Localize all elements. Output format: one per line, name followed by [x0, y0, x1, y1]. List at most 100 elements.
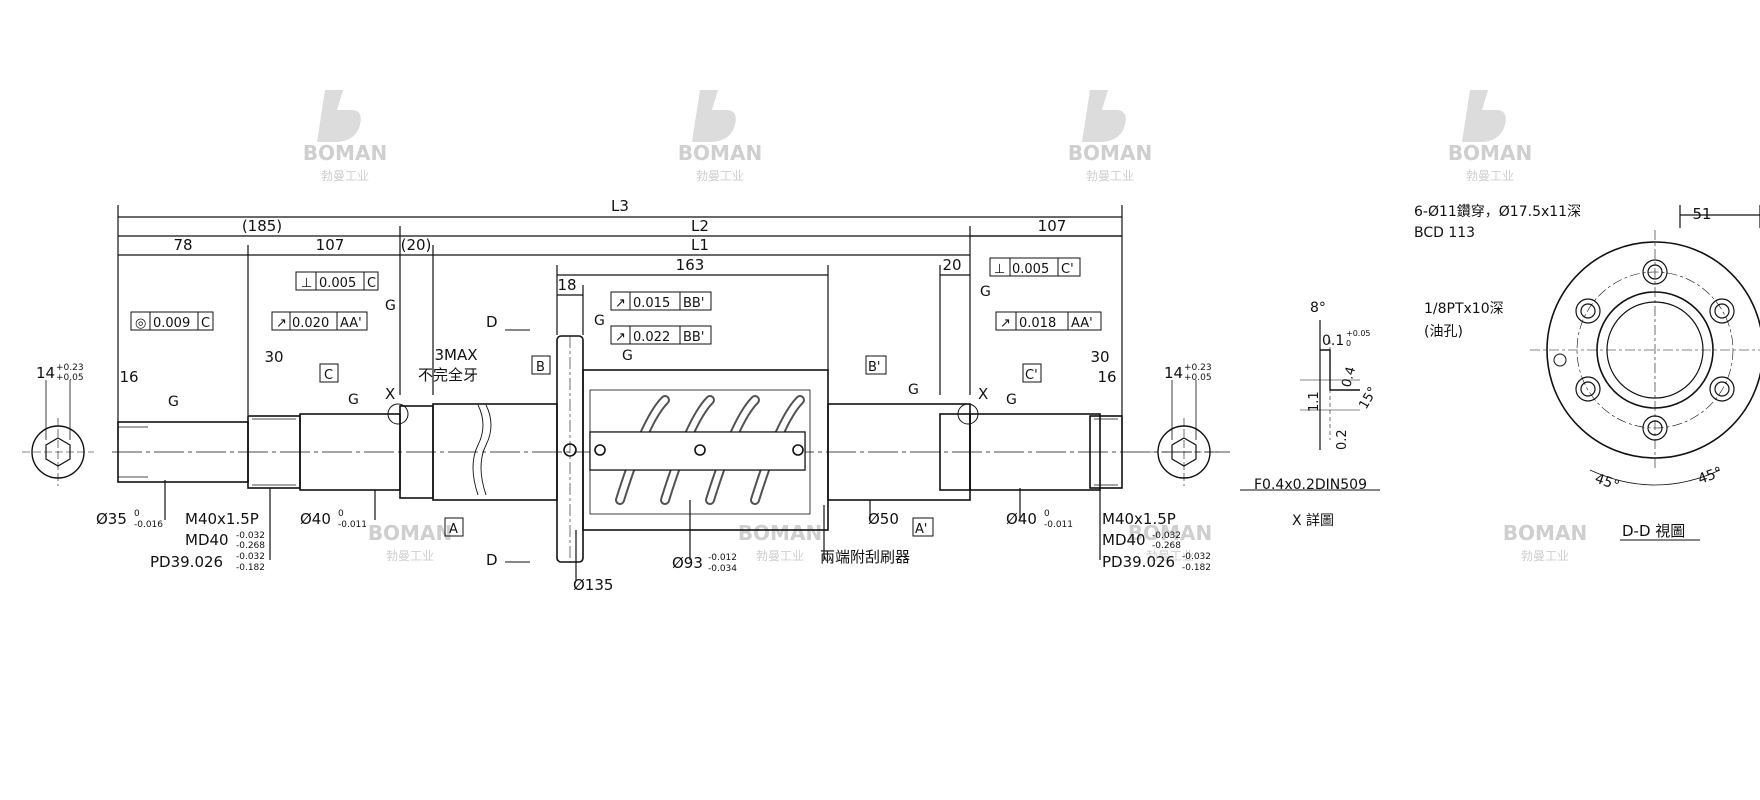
hex-dim-left: 14: [36, 364, 55, 382]
svg-text:0.009: 0.009: [153, 316, 190, 331]
svg-text:G: G: [385, 298, 396, 314]
label-d-top: D: [486, 313, 498, 331]
nut-flange: [556, 335, 584, 563]
dim-l3: L3: [611, 197, 629, 215]
svg-text:↗: ↗: [276, 316, 287, 331]
label-incomplete-thread: 不完全牙: [418, 366, 478, 384]
dim-18: 18: [557, 276, 576, 294]
dim-l2: L2: [691, 217, 709, 235]
svg-text:-0.032: -0.032: [1182, 552, 1211, 562]
svg-text:勃曼工业: 勃曼工业: [386, 549, 434, 563]
right-end-view: [1150, 380, 1218, 486]
svg-text:0.015: 0.015: [633, 296, 670, 311]
svg-text:0.2: 0.2: [1335, 429, 1350, 450]
svg-text:G: G: [594, 313, 605, 329]
label-3max: 3MAX: [434, 346, 477, 364]
svg-text:MD40: MD40: [185, 531, 229, 549]
svg-text:Ø35: Ø35: [96, 510, 127, 528]
svg-text:-0.032: -0.032: [1152, 531, 1181, 541]
dim-78: 78: [173, 236, 192, 254]
svg-text:0.1: 0.1: [1322, 333, 1344, 349]
dim-16-right: 16: [1097, 368, 1116, 386]
dim-30-left: 30: [264, 348, 283, 366]
svg-text:C: C: [367, 276, 376, 291]
svg-text:0: 0: [1044, 509, 1050, 519]
svg-text:MD40: MD40: [1102, 531, 1146, 549]
svg-text:0: 0: [1346, 339, 1351, 348]
svg-text:G: G: [1006, 392, 1017, 408]
svg-text:BB': BB': [683, 296, 704, 311]
nut-body: [582, 369, 829, 531]
svg-text:M40x1.5P: M40x1.5P: [1102, 510, 1176, 528]
label-x-right: X: [978, 385, 988, 403]
svg-text:Ø40: Ø40: [300, 510, 331, 528]
svg-text:↗: ↗: [1000, 316, 1011, 331]
dim-30-right: 30: [1090, 348, 1109, 366]
watermark-brand: BOMAN: [303, 141, 387, 165]
svg-text:1.1: 1.1: [1307, 391, 1322, 412]
svg-text:G: G: [348, 392, 359, 408]
svg-text:BOMAN: BOMAN: [1503, 521, 1587, 545]
dim-51: 51: [1692, 205, 1711, 223]
label-wiper: 兩端附刮刷器: [820, 548, 910, 566]
svg-text:BOMAN: BOMAN: [1448, 141, 1532, 165]
dim-20: 20: [942, 256, 961, 274]
svg-text:BB': BB': [683, 330, 704, 345]
svg-text:AA': AA': [340, 316, 362, 331]
svg-text:45°: 45°: [1696, 464, 1725, 488]
svg-text:C: C: [324, 368, 333, 383]
svg-text:8°: 8°: [1310, 300, 1326, 316]
left-end-view: [22, 380, 94, 486]
svg-text:勃曼工业: 勃曼工业: [1146, 549, 1194, 563]
label-x-left: X: [385, 385, 395, 403]
svg-text:Ø135: Ø135: [573, 576, 613, 594]
detail-x-ref: F0.4x0.2DIN509: [1254, 477, 1367, 493]
hex-dim-right: 14: [1164, 364, 1183, 382]
dim-16-left: 16: [119, 368, 138, 386]
svg-text:-0.032: -0.032: [236, 531, 265, 541]
svg-text:勃曼工业: 勃曼工业: [1521, 549, 1569, 563]
overall-dimensions: [117, 205, 1123, 440]
svg-text:-0.182: -0.182: [1182, 563, 1211, 573]
svg-text:0.4: 0.4: [1339, 365, 1359, 389]
svg-text:勃曼工业: 勃曼工业: [1466, 169, 1514, 183]
svg-text:Ø93: Ø93: [672, 554, 703, 572]
svg-text:BOMAN: BOMAN: [1128, 521, 1212, 545]
svg-text:↗: ↗: [615, 330, 626, 345]
svg-text:-0.016: -0.016: [134, 520, 163, 530]
svg-text:BOMAN: BOMAN: [678, 141, 762, 165]
svg-text:-0.012: -0.012: [708, 553, 737, 563]
svg-text:+0.05: +0.05: [56, 373, 84, 383]
dd-view: [1530, 205, 1760, 541]
svg-text:C: C: [201, 316, 210, 331]
svg-text:Ø50: Ø50: [868, 510, 899, 528]
svg-text:-0.032: -0.032: [236, 552, 265, 562]
svg-text:G: G: [168, 394, 179, 410]
svg-text:15°: 15°: [1356, 385, 1381, 412]
svg-text:Ø40: Ø40: [1006, 510, 1037, 528]
dd-port: 1/8PTx10深: [1424, 301, 1504, 317]
svg-text:A': A': [915, 522, 927, 537]
svg-text:-0.011: -0.011: [1044, 520, 1073, 530]
svg-text:-0.268: -0.268: [236, 541, 265, 551]
svg-text:⊥: ⊥: [301, 276, 312, 291]
svg-text:勃曼工业: 勃曼工业: [1086, 169, 1134, 183]
dd-bcd: BCD 113: [1414, 225, 1475, 241]
label-d-bottom: D: [486, 551, 498, 569]
svg-text:A: A: [449, 522, 458, 537]
svg-text:G: G: [908, 382, 919, 398]
dim-20p: (20): [401, 236, 432, 254]
dim-107-left: 107: [316, 236, 345, 254]
svg-text:◎: ◎: [135, 316, 146, 331]
dim-107-right: 107: [1038, 217, 1067, 235]
svg-text:0: 0: [338, 509, 344, 519]
svg-text:G: G: [980, 284, 991, 300]
svg-text:C': C': [1061, 262, 1074, 277]
svg-text:B': B': [868, 360, 881, 375]
svg-text:+0.05: +0.05: [1346, 329, 1371, 338]
svg-text:-0.011: -0.011: [338, 520, 367, 530]
svg-text:-0.034: -0.034: [708, 564, 737, 574]
svg-text:B: B: [536, 360, 545, 375]
svg-text:0: 0: [134, 509, 140, 519]
